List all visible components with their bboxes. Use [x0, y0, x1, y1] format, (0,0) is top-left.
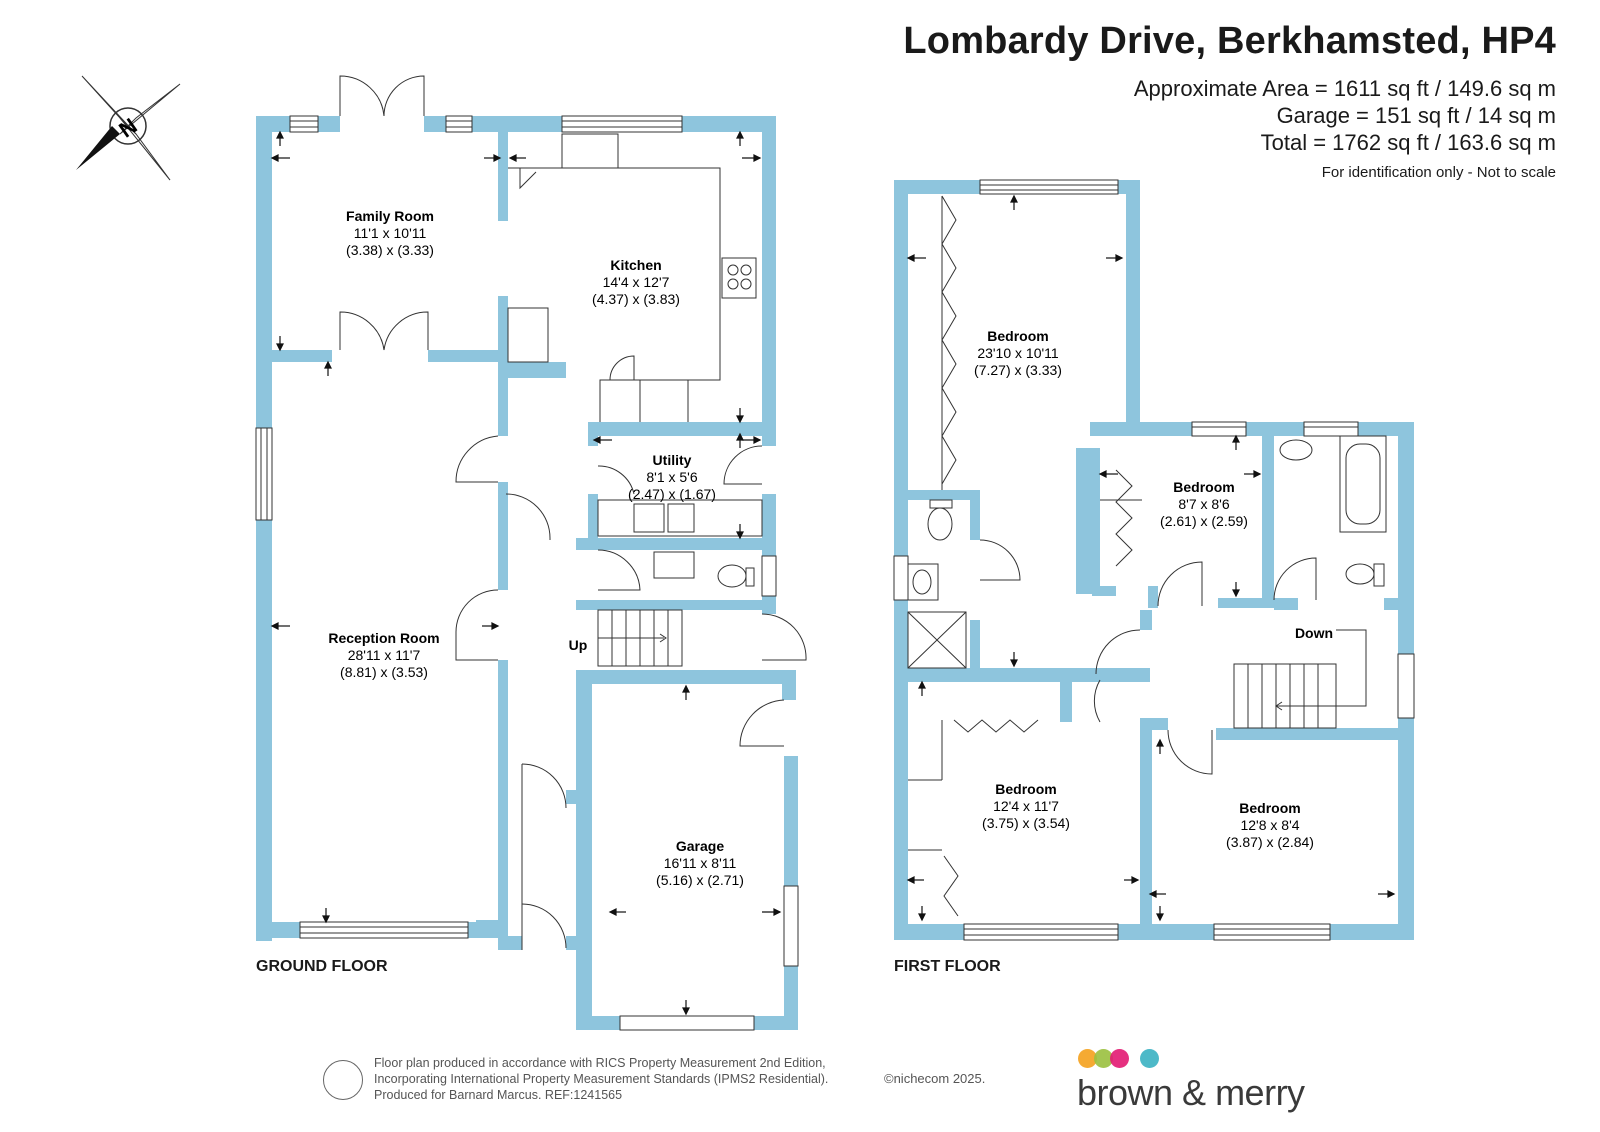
room-name: Family Room [346, 208, 434, 224]
room-imperial: 8'7 x 8'6 [1178, 496, 1229, 512]
room-imperial: 12'8 x 8'4 [1240, 817, 1299, 833]
first-floor-label: FIRST FLOOR [894, 958, 1001, 975]
first-floor-arrows [906, 194, 1396, 922]
room-metric: (2.47) x (1.67) [628, 486, 716, 502]
room-metric: (7.27) x (3.33) [974, 362, 1062, 378]
room-imperial: 28'11 x 11'7 [348, 647, 421, 663]
first-floor-walls [894, 180, 1414, 940]
room-name: Bedroom [1173, 479, 1234, 495]
room-imperial: 12'4 x 11'7 [993, 798, 1059, 814]
room-metric: (4.37) x (3.83) [592, 291, 680, 307]
footer-line: Floor plan produced in accordance with R… [374, 1056, 826, 1070]
total-area: Total = 1762 sq ft / 163.6 sq m [1260, 130, 1556, 155]
room-metric: (3.38) x (3.33) [346, 242, 434, 258]
room-imperial: 23'10 x 10'11 [977, 345, 1059, 361]
garage-area: Garage = 151 sq ft / 14 sq m [1276, 103, 1556, 128]
room-metric: (2.61) x (2.59) [1160, 513, 1248, 529]
ground-floor-label: GROUND FLOOR [256, 958, 388, 975]
room-imperial: 14'4 x 12'7 [603, 274, 670, 290]
footer-notes: Floor plan produced in accordance with R… [374, 1055, 828, 1103]
logo-dot [1110, 1049, 1129, 1068]
footer-line: Produced for Barnard Marcus. REF:1241565 [374, 1088, 623, 1102]
copyright: ©nichecom 2025. [884, 1071, 986, 1086]
logo-dot [1094, 1049, 1113, 1068]
room-imperial: 16'11 x 8'11 [664, 855, 737, 871]
room-name: Bedroom [1239, 800, 1300, 816]
stairs-up-label: Up [569, 637, 588, 653]
compass-letter: N [114, 113, 141, 143]
ground-floor-fixtures [339, 75, 807, 950]
ground-floor-windows [255, 115, 799, 1031]
ground-floor-labels: Family Room 11'1 x 10'11 (3.38) x (3.33)… [328, 208, 744, 888]
first-floor-labels: Bedroom 23'10 x 10'11 (7.27) x (3.33) Be… [974, 328, 1333, 850]
disclaimer: For identification only - Not to scale [1321, 164, 1556, 181]
room-name: Kitchen [610, 257, 661, 273]
room-name: Bedroom [995, 781, 1056, 797]
room-metric: (8.81) x (3.53) [340, 664, 428, 680]
ground-floor-walls [256, 116, 798, 1030]
approx-area: Approximate Area = 1611 sq ft / 149.6 sq… [1133, 76, 1556, 101]
footer-line: Incorporating International Property Mea… [374, 1072, 829, 1086]
room-metric: (5.16) x (2.71) [656, 872, 744, 888]
ground-floor-arrows [270, 130, 782, 1016]
compass-icon: N [76, 75, 181, 181]
brand-logo: brown & merry [1077, 1072, 1305, 1113]
room-metric: (3.87) x (2.84) [1226, 834, 1314, 850]
room-name: Garage [676, 838, 724, 854]
plan-title: Lombardy Drive, Berkhamsted, HP4 [903, 20, 1556, 62]
room-name: Reception Room [328, 630, 439, 646]
first-floor-windows [893, 179, 1415, 941]
person-icon [323, 1060, 363, 1100]
room-imperial: 11'1 x 10'11 [354, 225, 427, 241]
stairs-down-label: Down [1295, 625, 1333, 641]
room-metric: (3.75) x (3.54) [982, 815, 1070, 831]
room-name: Bedroom [987, 328, 1048, 344]
first-floor-fixtures [907, 195, 1387, 917]
logo-dot [1078, 1049, 1097, 1068]
room-imperial: 8'1 x 5'6 [646, 469, 697, 485]
room-name: Utility [653, 452, 692, 468]
logo-dot [1140, 1049, 1159, 1068]
